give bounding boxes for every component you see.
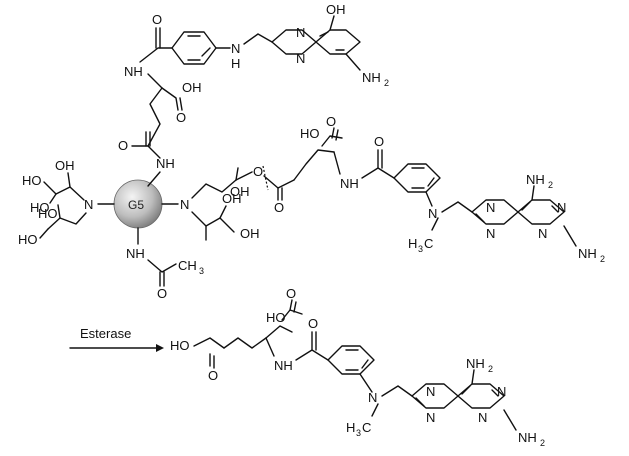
atom-o-9: O (286, 286, 296, 301)
atom-o-2: O (157, 286, 167, 301)
atom-oh-1: OH (55, 158, 75, 173)
atom-o-10: O (308, 316, 318, 331)
atom-nh-3: NH (124, 64, 143, 79)
atom-nh-5: NH (274, 358, 293, 373)
atom-ch3: CH (178, 258, 197, 273)
atom-ho-3: HO (18, 232, 38, 247)
atom-nh2-4-sub: 2 (488, 364, 493, 374)
atom-h-upper: H (231, 56, 240, 71)
g5-label: G5 (128, 198, 144, 212)
upper-linker: NH O OH O NH O N H N N (118, 2, 389, 187)
atom-oh-5: OH (182, 80, 202, 95)
atom-o-4: O (176, 110, 186, 125)
atom-h3c-2-sub: 3 (356, 428, 361, 438)
atom-nh2-1-sub: 2 (384, 78, 389, 88)
atom-nh-4: NH (340, 176, 359, 191)
atom-ch3-sub: 3 (199, 266, 204, 276)
atom-ho-4: HO (38, 206, 58, 221)
atom-n-right: N (180, 197, 189, 212)
atom-ho-2: HO (30, 200, 50, 215)
atom-nh-2: NH (156, 156, 175, 171)
atom-n-p4: N (538, 226, 547, 241)
atom-oh-4: OH (230, 184, 250, 199)
atom-o-3: O (118, 138, 128, 153)
atom-nh2-3-sub: 2 (600, 254, 605, 264)
atom-n-upper: N (231, 41, 240, 56)
g5-core: G5 (113, 179, 163, 229)
atom-nh2-5: NH (518, 430, 537, 445)
atom-h3c-1: H (408, 236, 417, 251)
atom-nh2-2: NH (526, 172, 545, 187)
atom-o-7: O (374, 134, 384, 149)
atom-n-p3: N (557, 200, 566, 215)
left-diol-arms: N HO HO OH HO HO (18, 158, 115, 247)
atom-o-carbonyl-1: O (274, 200, 284, 215)
atom-oh-3: OH (222, 191, 242, 206)
atom-h3c-2: H (346, 420, 355, 435)
dendrimer-conjugate: G5 N HO HO OH HO HO N OH OH (18, 2, 605, 301)
right-diol-arm: N OH OH OH O O (161, 164, 295, 241)
atom-oh-6: OH (326, 2, 346, 17)
atom-n-q1: N (296, 25, 305, 40)
atom-nh2-4: NH (466, 356, 485, 371)
atom-n-p1: N (486, 200, 495, 215)
atom-nh2-2-sub: 2 (548, 180, 553, 190)
atom-nh2-3: NH (578, 246, 597, 261)
atom-n-left: N (84, 197, 93, 212)
atom-nh2-5-sub: 2 (540, 438, 545, 448)
atom-nh2-1: NH (362, 70, 381, 85)
arrow-label: Esterase (80, 326, 131, 341)
atom-ho-7: HO (266, 310, 286, 325)
atom-n-p7: N (497, 384, 506, 399)
atom-n-p5: N (426, 384, 435, 399)
atom-o-ester: O (253, 164, 263, 179)
atom-ho-1: HO (22, 173, 42, 188)
atom-o-5: O (152, 12, 162, 27)
atom-h3c-1-sub: 3 (418, 244, 423, 254)
atom-o-6: O (326, 114, 336, 129)
atom-ho-5: HO (300, 126, 320, 141)
atom-n-q2: N (296, 51, 305, 66)
atom-n-right-amine: N (428, 206, 437, 221)
released-drug: HO O HO O NH O N H 3 C N N N N NH 2 (170, 286, 545, 448)
atom-n-p2: N (486, 226, 495, 241)
right-drug-moiety: HO O NH O N H 3 C N N N (293, 114, 605, 264)
atom-oh-2: OH (240, 226, 260, 241)
atom-nh-1: NH (126, 246, 145, 261)
atom-n-p8: N (478, 410, 487, 425)
atom-n-p6: N (426, 410, 435, 425)
atom-h3c-2-c: C (362, 420, 371, 435)
atom-ho-6: HO (170, 338, 190, 353)
atom-o-8: O (208, 368, 218, 383)
reaction-arrow: Esterase (69, 326, 164, 352)
atom-h3c-1-c: C (424, 236, 433, 251)
atom-n-bottom-amine: N (368, 390, 377, 405)
acetamide-group: NH O CH 3 (126, 227, 204, 301)
